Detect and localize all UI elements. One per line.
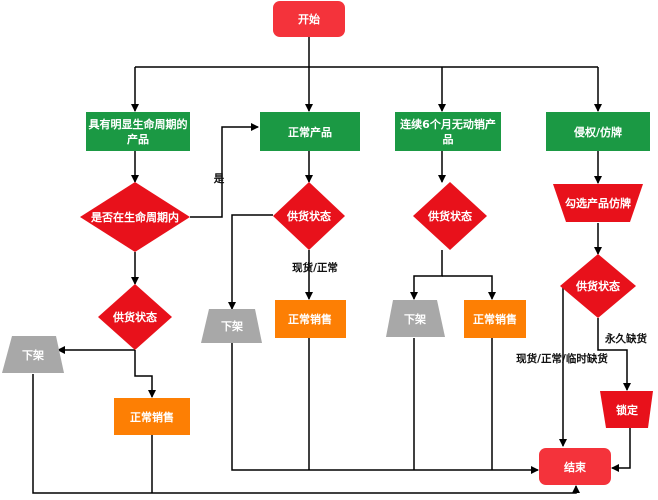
offshelf-c3-label: 下架 xyxy=(404,312,426,326)
category-normal-node: 正常产品 xyxy=(260,112,360,151)
edge-supply3-split xyxy=(410,250,443,300)
decision-supply-4-label: 供货状态 xyxy=(575,279,620,293)
edge-label-yes: 是 xyxy=(213,173,225,185)
edges xyxy=(32,37,631,494)
offshelf-c3-node: 下架 xyxy=(386,300,445,337)
category-lifecycle-label-2: 产品 xyxy=(127,132,149,146)
edge-supply1-sale xyxy=(134,350,156,398)
offshelf-mid-node: 下架 xyxy=(201,309,262,343)
decision-supply-2-label: 供货状态 xyxy=(286,209,331,223)
sale-c2-node: 正常销售 xyxy=(275,300,346,338)
edge-label-instock-normal: 现货/正常 xyxy=(292,261,338,274)
offshelf-left-node: 下架 xyxy=(2,336,64,373)
edge-off-left-end xyxy=(32,374,580,494)
category-lifecycle-node: 具有明显生命周期的 产品 xyxy=(86,112,190,151)
select-fake-label: 勾选产品仿牌 xyxy=(565,196,631,210)
lock-label: 锁定 xyxy=(616,403,638,417)
decision-lifecycle: 是否在生命周期内 xyxy=(80,182,190,252)
offshelf-left-label: 下架 xyxy=(22,348,44,362)
category-infringing-node: 侵权/仿牌 xyxy=(546,112,650,151)
start-label: 开始 xyxy=(298,12,320,26)
offshelf-mid-label: 下架 xyxy=(221,319,243,333)
category-nosales-node: 连续6个月无动销产 品 xyxy=(395,112,501,151)
edge-supply4-permanent xyxy=(597,318,631,391)
end-node: 结束 xyxy=(539,448,611,485)
start-node: 开始 xyxy=(273,1,345,37)
edge-label-instock-temp-oos: 现货/正常/临时缺货 xyxy=(516,352,608,365)
category-lifecycle-label-1: 具有明显生命周期的 xyxy=(89,117,188,131)
select-fake-node: 勾选产品仿牌 xyxy=(553,184,643,222)
decision-supply-1-label: 供货状态 xyxy=(112,310,157,324)
category-infringing-label: 侵权/仿牌 xyxy=(573,125,622,139)
sale-left-node: 正常销售 xyxy=(114,398,190,435)
edge-lock-end xyxy=(611,428,631,472)
category-normal-label: 正常产品 xyxy=(288,125,332,139)
decision-supply-3-label: 供货状态 xyxy=(427,209,472,223)
decision-supply-2: 供货状态 xyxy=(273,182,345,250)
edge-supply3-sale xyxy=(442,275,496,300)
decision-lifecycle-label: 是否在生命周期内 xyxy=(90,210,179,224)
edge-label-permanent-oos: 永久缺货 xyxy=(604,332,647,345)
category-nosales-label-2: 品 xyxy=(443,133,454,146)
edge-supply2-off xyxy=(228,214,273,310)
category-nosales-label-1: 连续6个月无动销产 xyxy=(400,117,496,131)
sale-c2-label: 正常销售 xyxy=(288,312,332,326)
edge-labels: 是 现货/正常 永久缺货 现货/正常/临时缺货 xyxy=(213,173,648,365)
edge-off-mid-end xyxy=(231,343,539,474)
end-label: 结束 xyxy=(563,460,587,474)
decision-supply-1: 供货状态 xyxy=(98,284,172,350)
decision-supply-3: 供货状态 xyxy=(413,182,487,250)
sale-c3-label: 正常销售 xyxy=(473,312,517,326)
lock-node: 锁定 xyxy=(600,391,653,428)
edge-lifecycle-yes xyxy=(190,123,259,218)
decision-supply-4: 供货状态 xyxy=(560,254,636,318)
sale-left-label: 正常销售 xyxy=(130,410,174,424)
sale-c3-node: 正常销售 xyxy=(464,300,526,338)
